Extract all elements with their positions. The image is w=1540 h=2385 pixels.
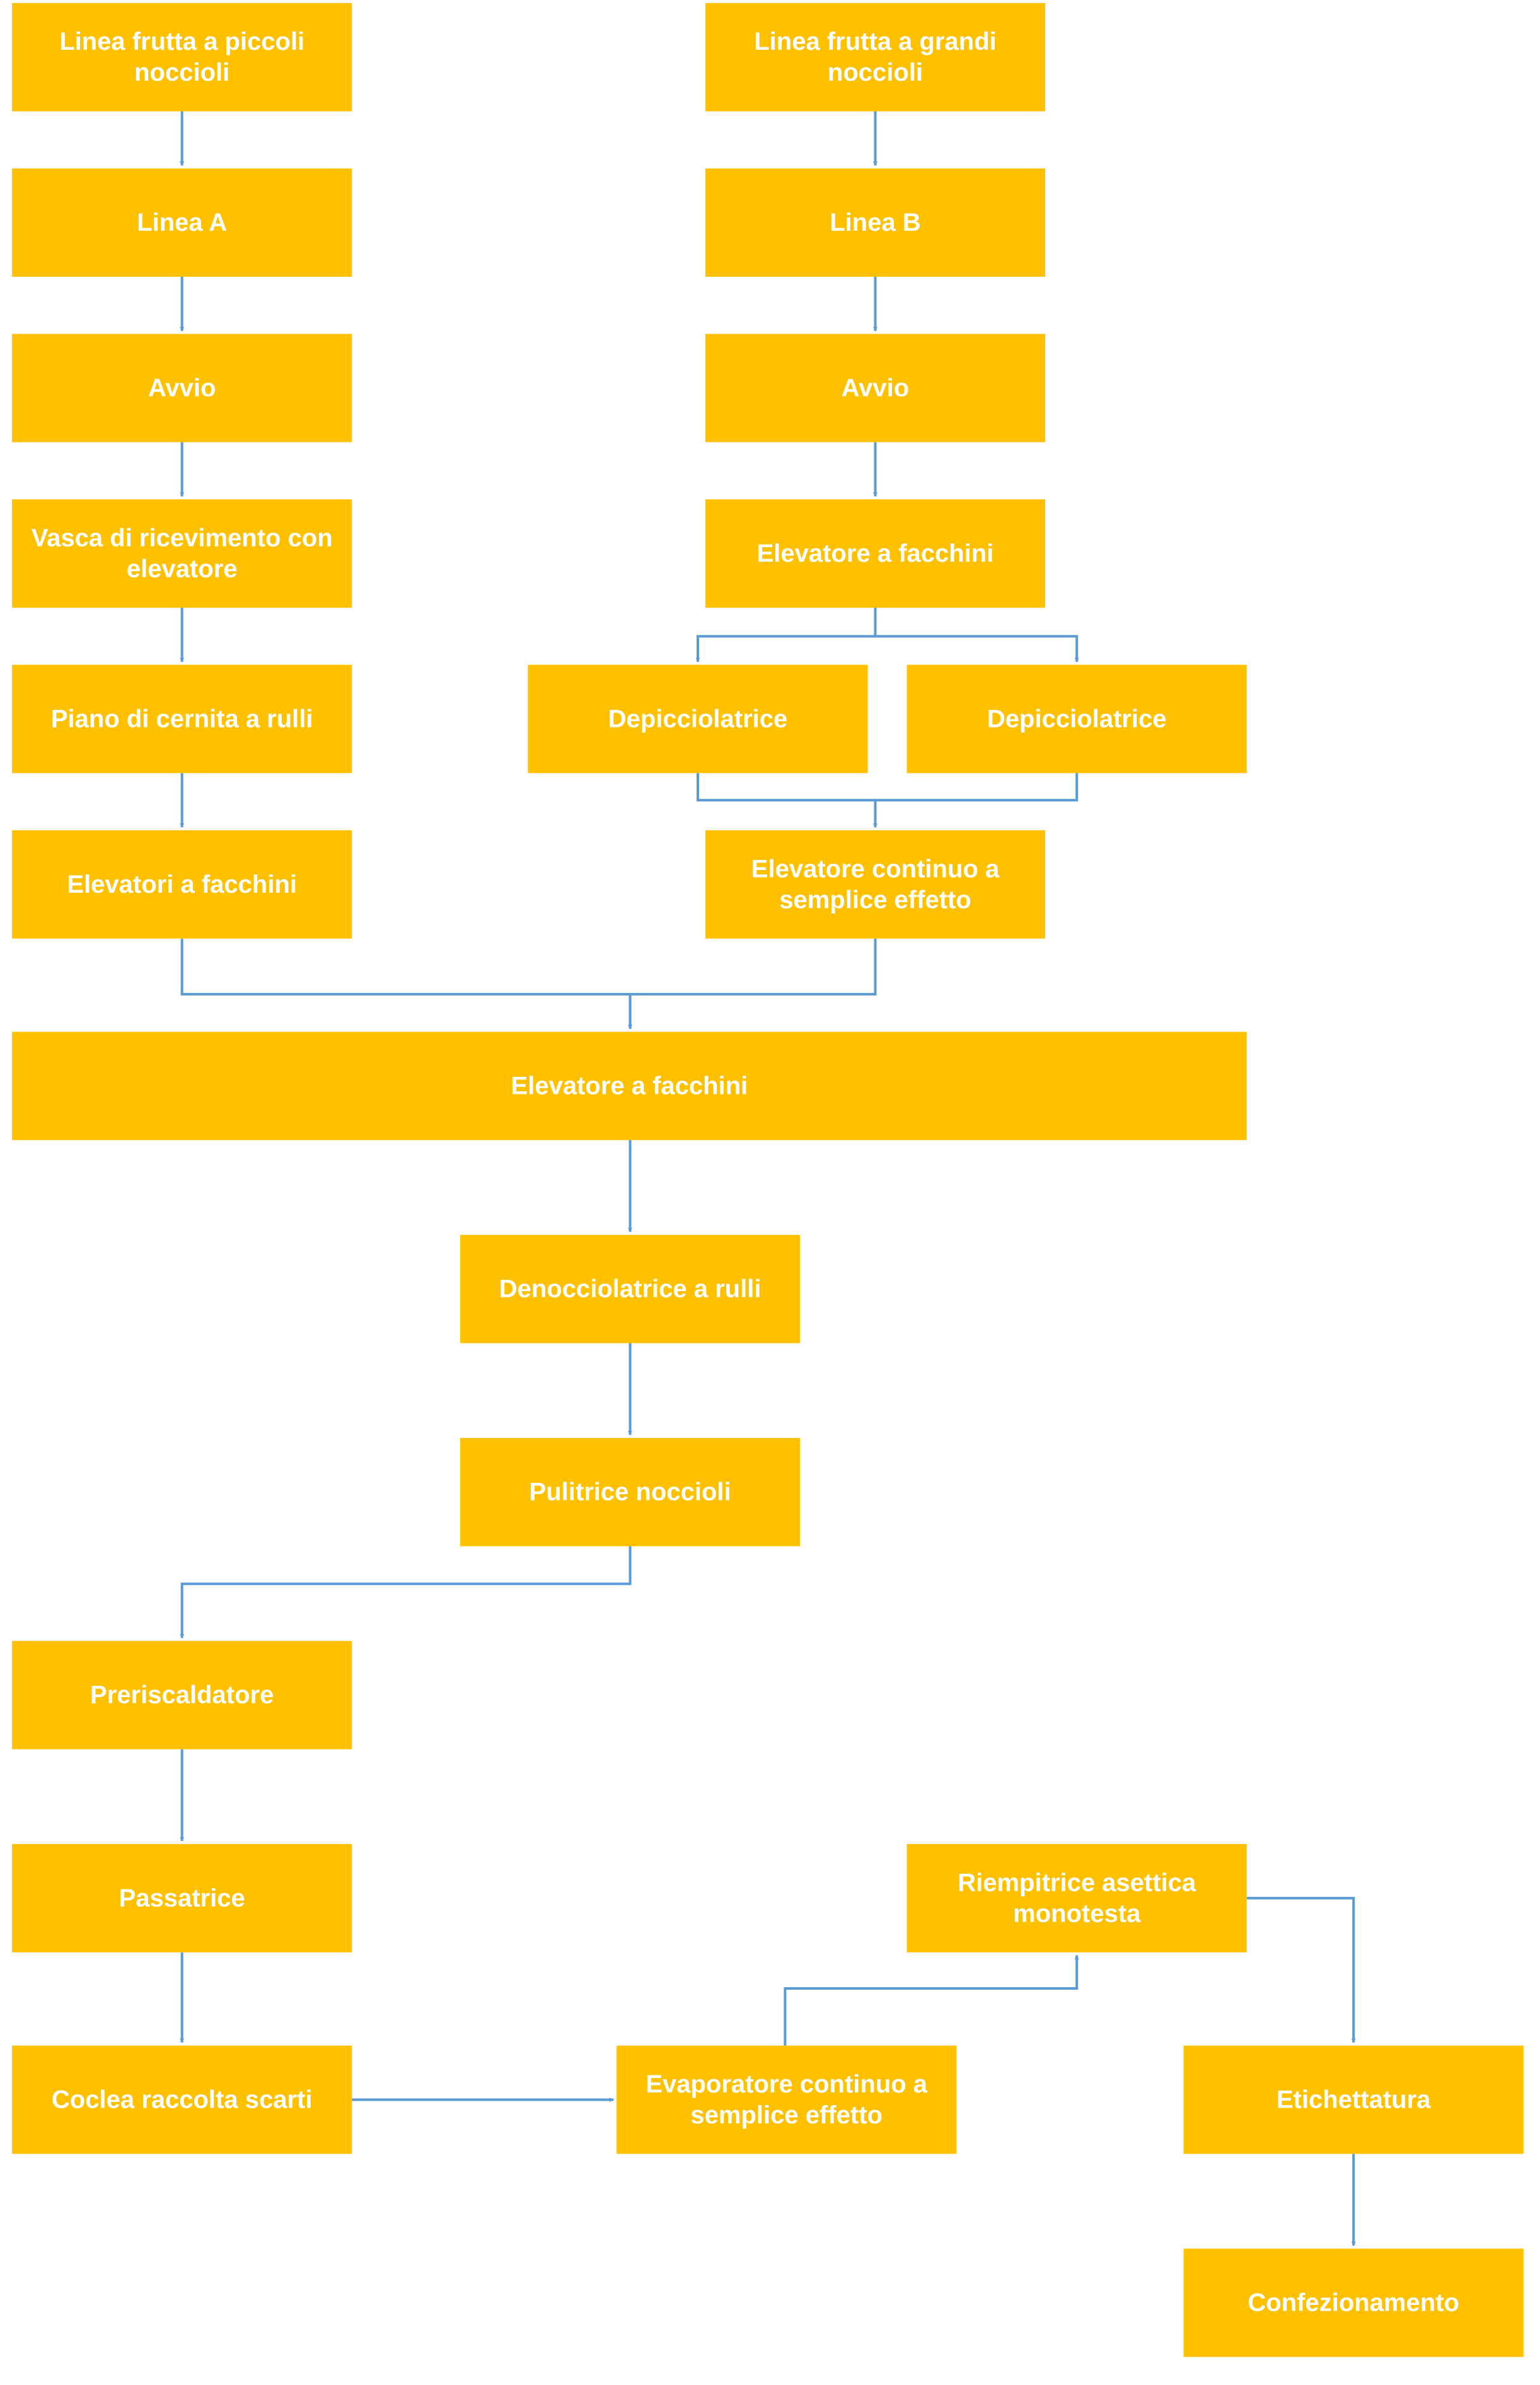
connector-elevatore-b-to-depicciolatrice-1	[695, 607, 877, 663]
step-denocciolatrice: Denocciolatrice a rulli	[460, 1234, 801, 1343]
step-label: semplice effetto	[690, 2101, 883, 2129]
connector-depicciolatrice-1-to-elevatore-continuo	[697, 773, 877, 828]
step-box	[1183, 2045, 1524, 2154]
connector-elevatori-a-to-elevatore-main	[180, 938, 633, 1030]
step-label: Depicciolatrice	[608, 705, 788, 733]
step-elevatore-b: Elevatore a facchini	[705, 499, 1046, 608]
connector-elevatore-continuo-to-elevatore-main	[628, 938, 877, 1030]
step-elevatori-a: Elevatori a facchini	[12, 830, 352, 939]
connector-pulitrice-to-preriscaldatore	[180, 1546, 632, 1639]
step-label: Linea B	[830, 209, 920, 236]
step-label: Confezionamento	[1248, 2289, 1459, 2317]
step-depicciolatrice-2: Depicciolatrice	[906, 664, 1247, 774]
step-linea-a: Linea A	[12, 168, 352, 277]
step-box	[12, 499, 352, 608]
step-linea-grandi: Linea frutta a grandi noccioli	[705, 3, 1046, 112]
step-label: Avvio	[148, 374, 216, 402]
step-label: noccioli	[134, 59, 229, 86]
step-depicciolatrice-1: Depicciolatrice	[528, 664, 868, 774]
step-box	[12, 3, 352, 112]
step-linea-piccoli: Linea frutta a piccoli noccioli	[12, 3, 352, 112]
step-label: Denocciolatrice a rulli	[499, 1275, 761, 1303]
step-label: elevatore	[127, 555, 238, 583]
step-box	[12, 334, 352, 443]
step-label: Piano di cernita a rulli	[51, 705, 313, 733]
step-piano-cernita: Piano di cernita a rulli	[12, 664, 352, 774]
step-label: Elevatore a facchini	[757, 540, 994, 567]
step-box	[705, 3, 1046, 112]
step-coclea: Coclea raccolta scarti	[12, 2045, 352, 2154]
step-label: semplice effetto	[779, 886, 971, 914]
step-elevatore-main: Elevatore a facchini	[12, 1031, 1247, 1140]
connector-depicciolatrice-2-to-elevatore-continuo	[873, 773, 1079, 828]
step-label: noccioli	[828, 59, 923, 86]
step-box	[12, 2045, 352, 2154]
step-box	[617, 2045, 957, 2154]
step-passatrice: Passatrice	[12, 1843, 352, 1953]
step-box	[528, 664, 868, 774]
step-box	[1183, 2248, 1524, 2357]
step-box	[12, 1640, 352, 1750]
step-box	[705, 499, 1046, 608]
step-label: Etichettatura	[1277, 2086, 1431, 2114]
step-elevatore-continuo: Elevatore continuo a semplice effetto	[705, 830, 1046, 939]
connector-riempitrice-to-etichettatura	[1246, 1896, 1356, 2043]
step-label: Depicciolatrice	[987, 705, 1167, 733]
connectors	[180, 111, 1356, 2246]
step-box	[906, 664, 1247, 774]
connector-evaporatore-to-riempitrice	[784, 1954, 1079, 2046]
step-preriscaldatore: Preriscaldatore	[12, 1640, 352, 1750]
step-vasca: Vasca di ricevimento con elevatore	[12, 499, 352, 608]
step-box	[705, 830, 1046, 939]
step-box	[12, 1031, 1247, 1140]
step-riempitrice: Riempitrice asettica monotesta	[906, 1843, 1247, 1953]
connector-elevatore-b-to-depicciolatrice-2	[874, 607, 1079, 663]
step-label: Preriscaldatore	[90, 1681, 274, 1709]
step-label: Linea frutta a grandi	[754, 28, 997, 55]
step-box	[705, 168, 1046, 277]
step-box	[12, 168, 352, 277]
step-label: Elevatore continuo a	[751, 855, 1000, 883]
step-label: Passatrice	[119, 1884, 245, 1912]
step-evaporatore: Evaporatore continuo a semplice effetto	[617, 2045, 957, 2154]
step-etichettatura: Etichettatura	[1183, 2045, 1524, 2154]
step-label: Elevatori a facchini	[67, 871, 297, 898]
step-label: Linea frutta a piccoli	[59, 28, 304, 55]
step-box	[460, 1234, 801, 1343]
step-box	[12, 664, 352, 774]
step-label: Linea A	[137, 209, 227, 236]
step-label: Pulitrice noccioli	[530, 1478, 731, 1506]
step-pulitrice: Pulitrice noccioli	[460, 1437, 801, 1546]
step-box	[906, 1843, 1247, 1953]
step-label: monotesta	[1013, 1900, 1141, 1927]
step-confezionamento: Confezionamento	[1183, 2248, 1524, 2357]
step-label: Riempitrice asettica	[958, 1869, 1196, 1896]
step-label: Evaporatore continuo a	[646, 2070, 927, 2098]
step-label: Coclea raccolta scarti	[52, 2086, 313, 2114]
step-avvio-a: Avvio	[12, 334, 352, 443]
step-label: Elevatore a facchini	[511, 1072, 748, 1100]
step-box	[460, 1437, 801, 1546]
step-box	[12, 1843, 352, 1953]
step-label: Avvio	[842, 374, 909, 402]
step-linea-b: Linea B	[705, 168, 1046, 277]
step-box	[705, 334, 1046, 443]
step-avvio-b: Avvio	[705, 334, 1046, 443]
step-label: Vasca di ricevimento con	[32, 525, 333, 552]
step-box	[12, 830, 352, 939]
